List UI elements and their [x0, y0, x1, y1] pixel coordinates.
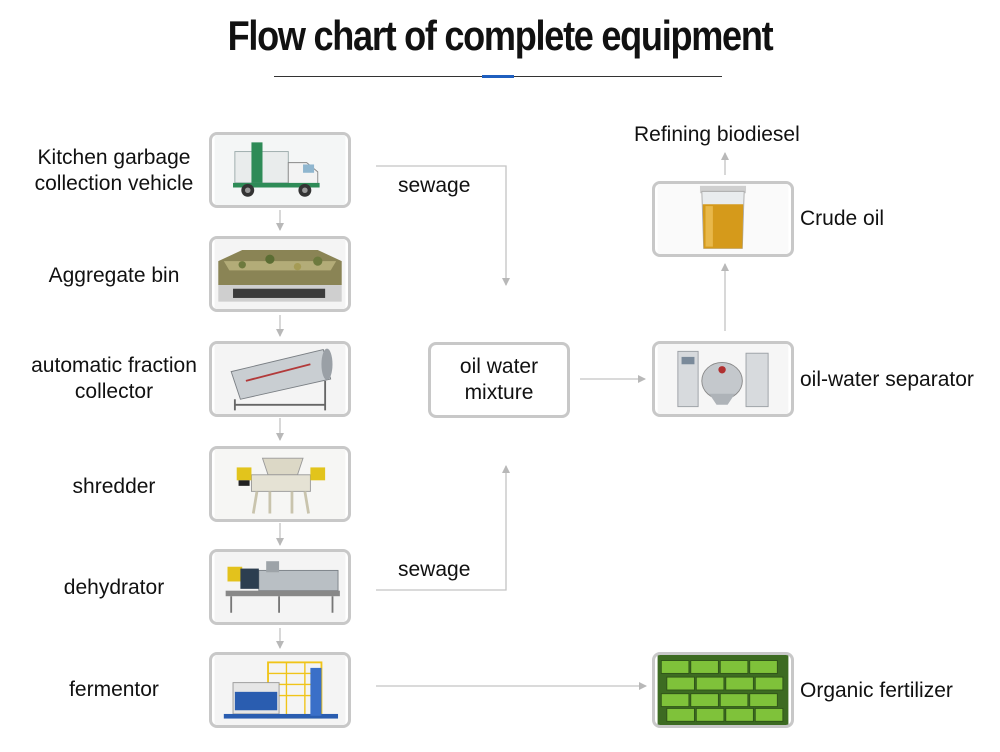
label-sewage-bottom: sewage [398, 558, 471, 581]
oil-water-mixture-box: oil water mixture [428, 342, 570, 418]
label-dehydrator: dehydrator [63, 576, 165, 599]
label-oil-water-separator: oil-water separator [800, 368, 974, 391]
label-aggregate-bin: Aggregate bin [48, 264, 180, 287]
arrow-sewage-bottom [376, 465, 510, 591]
separator-machine-icon [652, 341, 794, 417]
label-organic-fertilizer: Organic fertilizer [800, 679, 953, 702]
arrow-sewage-top [376, 165, 510, 286]
label-garbage-vehicle: Kitchen garbage collection vehicle [34, 146, 194, 195]
oil-beaker-icon [652, 181, 794, 257]
label-shredder: shredder [72, 475, 156, 498]
drum-screen-icon [209, 341, 351, 417]
aggregate-bin-icon [209, 236, 351, 312]
page-title: Flow chart of complete equipment [227, 12, 774, 59]
dehydrator-icon [209, 549, 351, 625]
label-fermentor: fermentor [69, 678, 159, 701]
fertilizer-bags-icon [652, 652, 794, 728]
fermentor-icon [209, 652, 351, 728]
label-crude-oil: Crude oil [800, 207, 885, 230]
label-refining-biodiesel: Refining biodiesel [634, 123, 800, 146]
label-fraction-collector: automatic fraction collector [31, 354, 197, 403]
label-sewage-top: sewage [398, 174, 471, 197]
title-accent-bar [482, 75, 514, 78]
garbage-truck-icon [209, 132, 351, 208]
shredder-icon [209, 446, 351, 522]
